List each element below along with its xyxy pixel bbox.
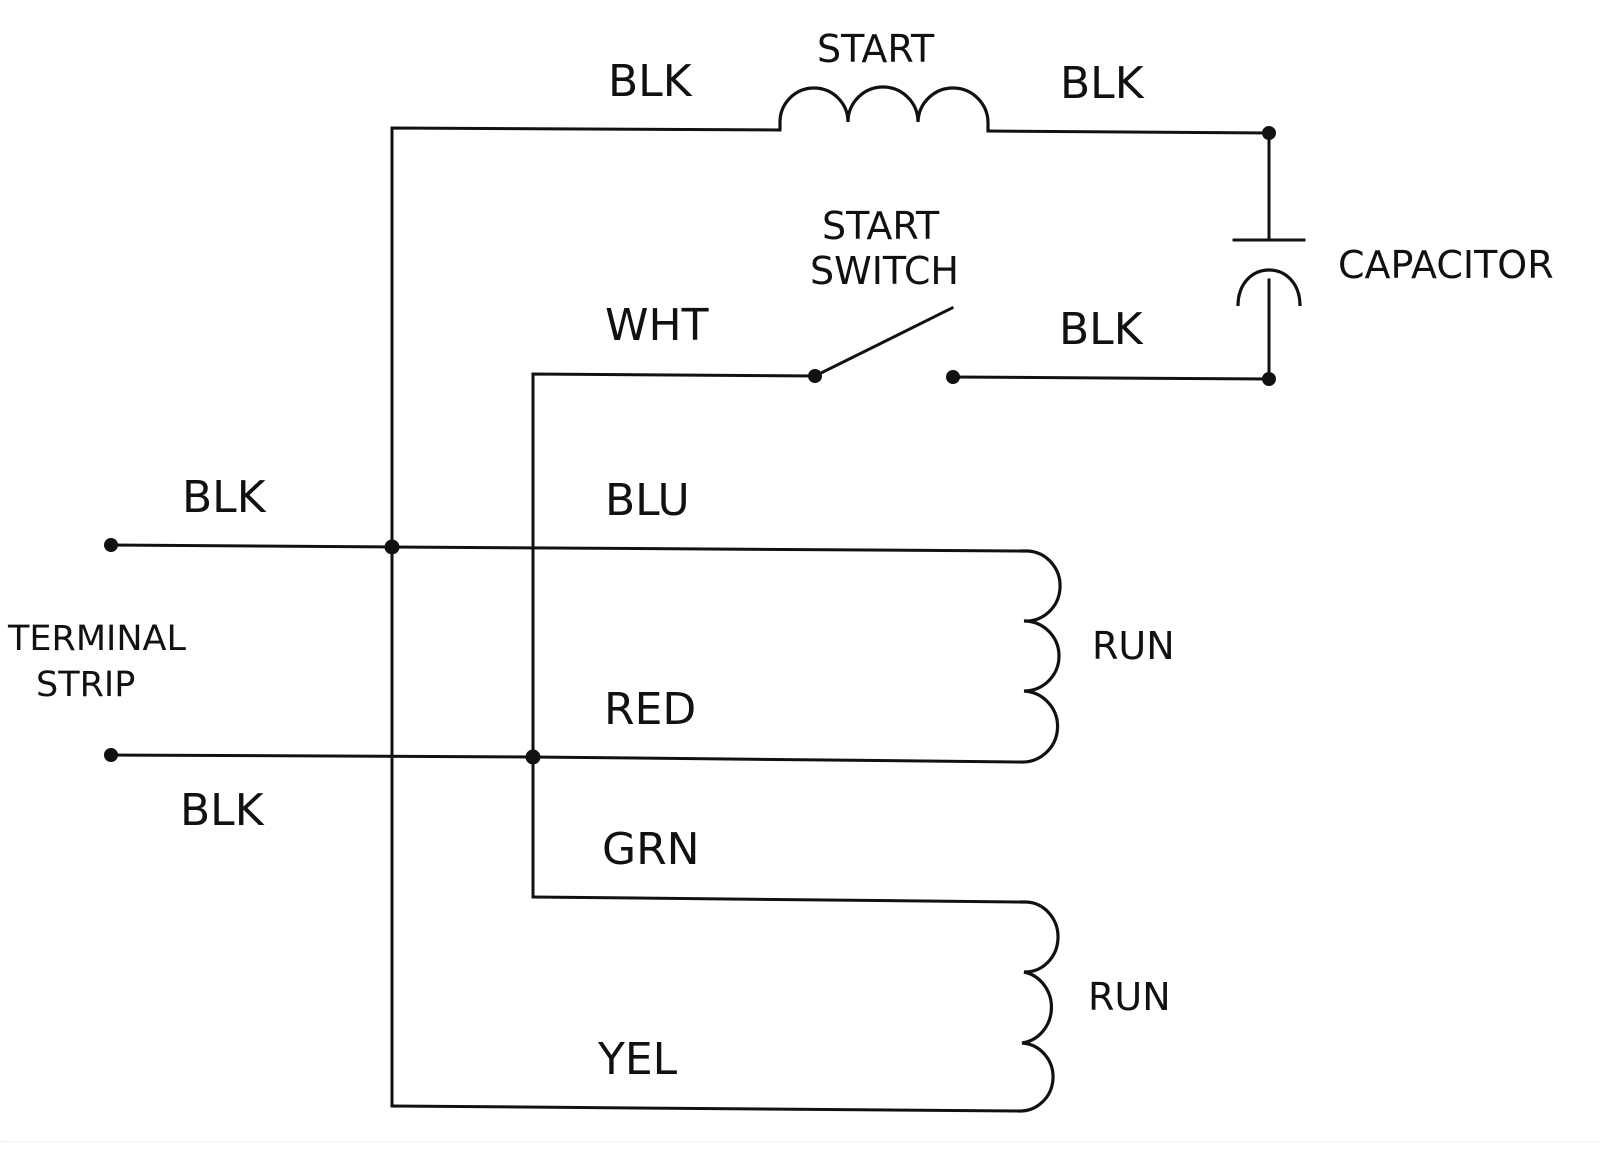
wire-yel-run2-out — [390, 1104, 1020, 1113]
label-capacitor: CAPACITOR — [1338, 243, 1554, 287]
capacitor-plate-curved — [1236, 268, 1302, 307]
scan-edge-divider — [0, 1141, 1600, 1142]
label-run-winding-2: RUN — [1088, 975, 1171, 1019]
wire-blk-terminal-top — [109, 543, 394, 549]
label-wire-blk-start-out: BLK — [1060, 58, 1145, 109]
wire-blk-start-in — [390, 126, 782, 1108]
wire-wht-switch-in — [531, 372, 817, 899]
wire-blk-terminal-bottom — [109, 753, 535, 759]
wire-red-run1-out — [531, 755, 1022, 764]
run-winding-1-coil — [1019, 549, 1062, 764]
junction-bottom — [525, 749, 541, 765]
switch-contact-right — [946, 370, 960, 384]
start-winding-coil — [778, 85, 990, 131]
start-switch-blade — [812, 305, 955, 379]
label-wire-grn: GRN — [602, 824, 700, 875]
wire-grn-run2-in — [531, 895, 1022, 904]
label-run-winding-1: RUN — [1092, 624, 1175, 668]
label-wire-blk-switch-out: BLK — [1059, 304, 1144, 355]
label-wire-blk-start-in: BLK — [608, 56, 693, 107]
label-wire-blk-terminal-bottom: BLK — [180, 785, 265, 836]
terminal-top[interactable] — [104, 538, 118, 552]
label-wire-red: RED — [604, 684, 696, 735]
junction-top — [384, 539, 400, 555]
run-winding-2-coil — [1017, 900, 1060, 1113]
wire-blk-start-out — [986, 129, 1271, 135]
wire-blk-switch-out — [951, 375, 1271, 381]
label-terminal-strip-line2: STRIP — [36, 665, 135, 705]
terminal-bottom[interactable] — [104, 748, 118, 762]
label-start-winding: START — [817, 27, 935, 71]
label-wire-yel: YEL — [597, 1034, 678, 1085]
label-wire-blk-terminal-top: BLK — [182, 472, 267, 523]
label-start-switch-line2: SWITCH — [810, 249, 959, 293]
label-wire-blu: BLU — [605, 475, 690, 526]
label-wire-wht: WHT — [605, 300, 709, 351]
label-start-switch-line1: START — [822, 204, 940, 248]
wire-blu-run1-in — [390, 545, 1022, 553]
label-terminal-strip-line1: TERMINAL — [7, 619, 186, 659]
